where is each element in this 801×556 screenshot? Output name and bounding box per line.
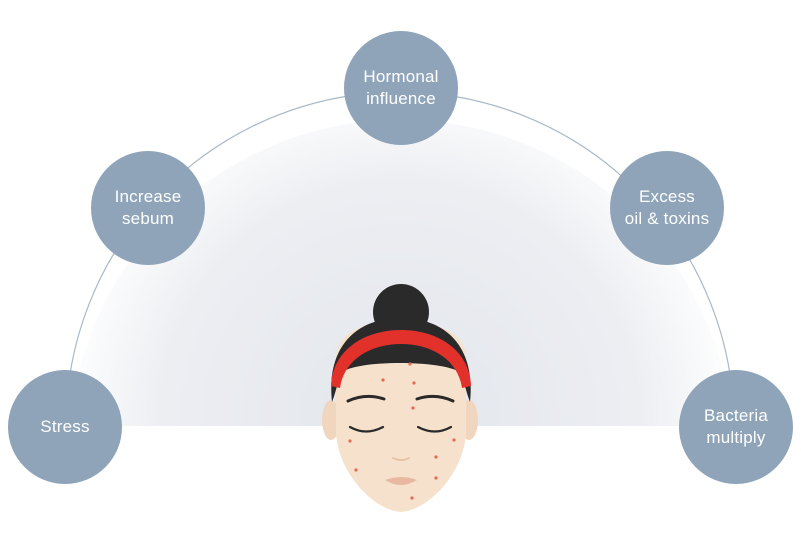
face-shape (336, 322, 466, 512)
node-excess-oil-toxins-label: Excess oil & toxins (624, 187, 710, 228)
blemish (348, 439, 352, 443)
blemish (411, 406, 415, 410)
node-bacteria-multiply: Bacteria multiply (679, 370, 793, 484)
left-eye (348, 425, 385, 433)
blemishes (348, 362, 456, 500)
blemish (381, 378, 385, 382)
left-eyebrow (346, 394, 386, 403)
right-eye (416, 425, 453, 433)
lips (385, 477, 417, 485)
face-illustration (322, 284, 478, 512)
blemish (410, 496, 414, 500)
left-ear (322, 400, 340, 440)
blemish (434, 455, 438, 459)
node-stress-label: Stress (40, 417, 90, 436)
blemish (412, 381, 416, 385)
blemish (434, 476, 438, 480)
blemish (452, 438, 456, 442)
blemish (354, 468, 358, 472)
nose (392, 457, 410, 461)
right-eyebrow (415, 394, 455, 403)
dome-shape (70, 119, 732, 426)
node-stress: Stress (8, 370, 122, 484)
node-increase-sebum-label: Increase sebum (114, 187, 182, 228)
node-bacteria-multiply-label: Bacteria multiply (704, 406, 768, 447)
node-excess-oil-toxins: Excess oil & toxins (610, 151, 724, 265)
node-hormonal-influence-label: Hormonal influence (363, 67, 439, 108)
node-hormonal-influence: Hormonal influence (344, 31, 458, 145)
blemish (408, 362, 412, 366)
node-increase-sebum: Increase sebum (91, 151, 205, 265)
headband (331, 330, 471, 388)
